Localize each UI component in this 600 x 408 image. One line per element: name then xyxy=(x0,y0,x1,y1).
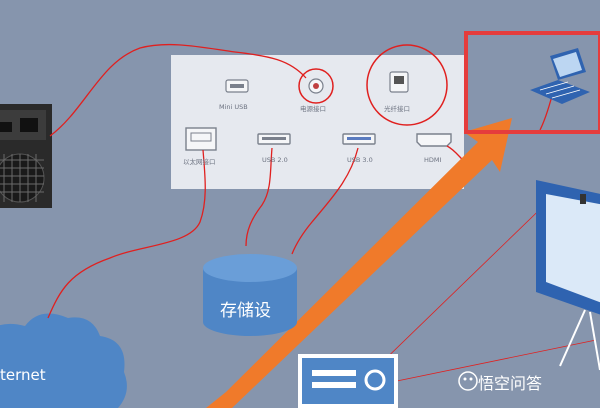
power-supply-icon xyxy=(0,104,52,208)
port-label-usb2: USB 2.0 xyxy=(262,156,288,164)
database-icon xyxy=(203,254,297,336)
ethernet-port-icon xyxy=(185,127,217,151)
port-label-power: 电源接口 xyxy=(300,105,326,113)
projector-icon xyxy=(298,354,398,408)
port-label-mini-usb: Mini USB xyxy=(219,103,248,111)
port-label-fiber: 光纤接口 xyxy=(384,105,410,113)
mini-usb-port-icon xyxy=(225,79,249,93)
connection-wires xyxy=(47,43,555,319)
fiber-port-icon xyxy=(389,71,409,93)
hdmi-port-icon xyxy=(416,133,452,147)
power-port-icon xyxy=(308,78,324,94)
fiber-port-highlight xyxy=(366,44,448,126)
storage-label: 存储设 xyxy=(220,301,271,321)
power-port-highlight xyxy=(298,68,334,104)
internet-cloud-label: ternet xyxy=(0,366,46,384)
projection-lines xyxy=(371,189,597,383)
signal-arrow-icon xyxy=(206,118,512,408)
usb3-port-icon xyxy=(342,133,376,145)
cloud-icon xyxy=(0,313,127,408)
port-label-hdmi: HDMI xyxy=(424,156,442,164)
projection-screen-icon xyxy=(536,180,600,371)
device-port-panel xyxy=(171,55,464,189)
port-label-ethernet: 以太网接口 xyxy=(183,158,216,166)
watermark-logo-icon xyxy=(458,371,478,391)
port-label-usb3: USB 3.0 xyxy=(347,156,373,164)
usb2-port-icon xyxy=(257,133,291,145)
laptop-icon xyxy=(530,48,590,104)
laptop-highlight-box xyxy=(464,31,600,134)
watermark-text: 悟空问答 xyxy=(478,374,543,393)
